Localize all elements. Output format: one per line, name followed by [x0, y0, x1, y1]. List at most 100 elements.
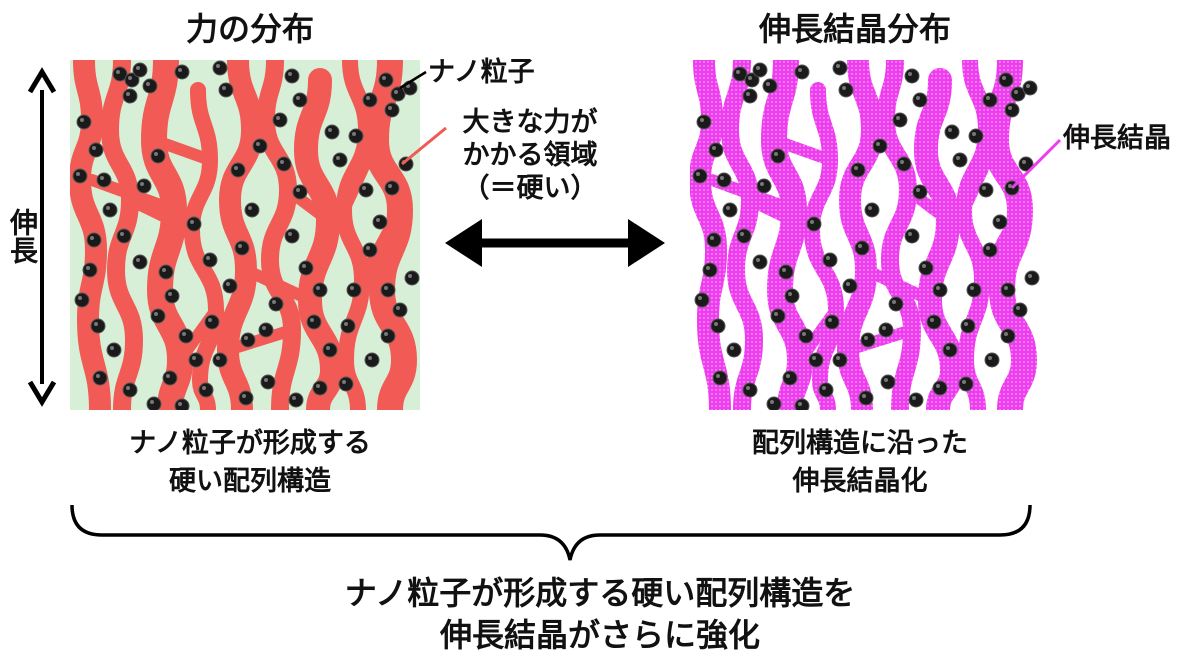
left-nanoparticle — [348, 128, 364, 144]
left-nanoparticle — [324, 124, 340, 140]
right-nanoparticle — [984, 352, 1000, 368]
right-nanoparticle-highlight — [1014, 90, 1018, 94]
left-nanoparticle — [202, 252, 218, 268]
right-nanoparticle — [742, 382, 758, 398]
right-nanoparticle-highlight — [964, 322, 968, 326]
left-nanoparticle — [150, 308, 166, 324]
left-nanoparticle — [258, 322, 274, 338]
right-nanoparticle — [982, 242, 998, 258]
left-nanoparticle — [164, 288, 180, 304]
right-nanoparticle-highlight — [786, 374, 790, 378]
left-nanoparticle-highlight — [272, 300, 276, 304]
left-nanoparticle-highlight — [216, 356, 220, 360]
right-nanoparticle-highlight — [972, 132, 976, 136]
right-fiber-strand — [690, 60, 731, 410]
left-nanoparticle — [292, 92, 308, 108]
right-nanoparticle-highlight — [770, 400, 774, 404]
conclusion-line-2: 伸長結晶がさらに強化 — [439, 616, 760, 654]
right-fiber-strand — [876, 60, 922, 410]
left-nanoparticle-highlight — [288, 72, 292, 76]
left-nanoparticle-highlight — [140, 182, 144, 186]
force-distribution-panel — [70, 60, 420, 410]
left-nanoparticle — [240, 332, 256, 348]
right-nanoparticle-highlight — [698, 296, 702, 300]
right-nanoparticle-highlight — [706, 266, 710, 270]
high-force-leader-line — [401, 126, 447, 166]
left-nanoparticle — [378, 72, 394, 88]
right-nanoparticle-highlight — [1026, 84, 1030, 88]
left-nanoparticle — [122, 88, 138, 104]
right-nanoparticle-highlight — [826, 256, 830, 260]
right-nanoparticle-highlight — [982, 186, 986, 190]
left-nanoparticle-highlight — [162, 268, 166, 272]
right-nanoparticle — [1000, 328, 1016, 344]
left-nanoparticle-highlight — [248, 206, 252, 210]
left-nanoparticle — [96, 172, 112, 188]
left-nanoparticle-highlight — [128, 76, 132, 80]
right-nanoparticle — [1024, 270, 1040, 286]
right-nanoparticle-highlight — [828, 318, 832, 322]
left-nanoparticle — [136, 178, 152, 194]
right-nanoparticle-highlight — [782, 268, 786, 272]
left-nanoparticle-highlight — [292, 396, 296, 400]
right-nanoparticle — [732, 66, 748, 82]
left-nanoparticle — [90, 318, 106, 334]
left-nanoparticle-highlight — [234, 166, 238, 170]
left-nanoparticle-highlight — [78, 296, 82, 300]
right-nanoparticle — [770, 308, 786, 324]
conclusion-text: ナノ粒子が形成する硬い配列構造を 伸長結晶がさらに強化 — [0, 572, 1200, 656]
right-nanoparticle — [1000, 282, 1016, 298]
right-nanoparticle — [824, 314, 840, 330]
left-nanoparticle-highlight — [264, 378, 268, 382]
left-nanoparticle — [380, 328, 396, 344]
right-nanoparticle — [896, 156, 912, 172]
left-nanoparticle-highlight — [310, 318, 314, 322]
right-nanoparticle-highlight — [822, 386, 826, 390]
right-nanoparticle — [706, 232, 722, 248]
right-nanoparticle-highlight — [1028, 274, 1032, 278]
left-nanoparticle — [186, 216, 202, 232]
right-nanoparticle-highlight — [700, 118, 704, 122]
left-fiber-network — [70, 60, 418, 410]
right-nanoparticle — [744, 72, 760, 88]
left-nanoparticle-highlight — [206, 256, 210, 260]
right-nanoparticle-highlight — [1016, 306, 1020, 310]
right-fiber-bridge — [842, 324, 918, 356]
left-nanoparticle — [122, 382, 138, 398]
left-nanoparticle-highlight — [342, 380, 346, 384]
left-nanoparticle-highlight — [168, 292, 172, 296]
right-nanoparticle — [968, 128, 984, 144]
right-nanoparticle — [766, 396, 782, 410]
left-nanoparticle — [158, 264, 174, 280]
left-nanoparticle — [132, 254, 148, 270]
right-caption-line-2: 伸長結晶化 — [792, 466, 928, 497]
right-nanoparticle — [784, 288, 800, 304]
right-nanoparticle — [904, 68, 920, 84]
left-fiber-bridge — [148, 134, 216, 166]
right-nanoparticle-highlight — [696, 172, 700, 176]
left-nanoparticle — [312, 380, 328, 396]
left-nanoparticle — [204, 314, 220, 330]
left-nanoparticle-highlight — [316, 384, 320, 388]
right-nanoparticle-highlight — [716, 374, 720, 378]
left-nanoparticle-highlight — [276, 116, 280, 120]
right-nanoparticle-highlight — [710, 236, 714, 240]
left-nanoparticle — [162, 370, 178, 386]
left-nanoparticle-highlight — [382, 76, 386, 80]
left-nanoparticle — [124, 72, 140, 88]
left-nanoparticle-highlight — [408, 274, 412, 278]
right-nanoparticle-highlight — [746, 92, 750, 96]
right-nanoparticle — [908, 392, 924, 408]
right-nanoparticle — [716, 172, 732, 188]
left-nanoparticle — [384, 102, 400, 118]
right-nanoparticle — [794, 64, 810, 80]
stretch-direction-arrow — [27, 67, 57, 407]
right-nanoparticle-highlight — [746, 386, 750, 390]
right-fiber-bridge — [976, 204, 1026, 286]
left-nanoparticle-highlight — [350, 286, 354, 290]
right-nanoparticle — [1022, 80, 1038, 96]
right-nanoparticle-highlight — [812, 356, 816, 360]
left-caption-line-2: 硬い配列構造 — [169, 466, 331, 497]
left-nanoparticle-highlight — [368, 356, 372, 360]
